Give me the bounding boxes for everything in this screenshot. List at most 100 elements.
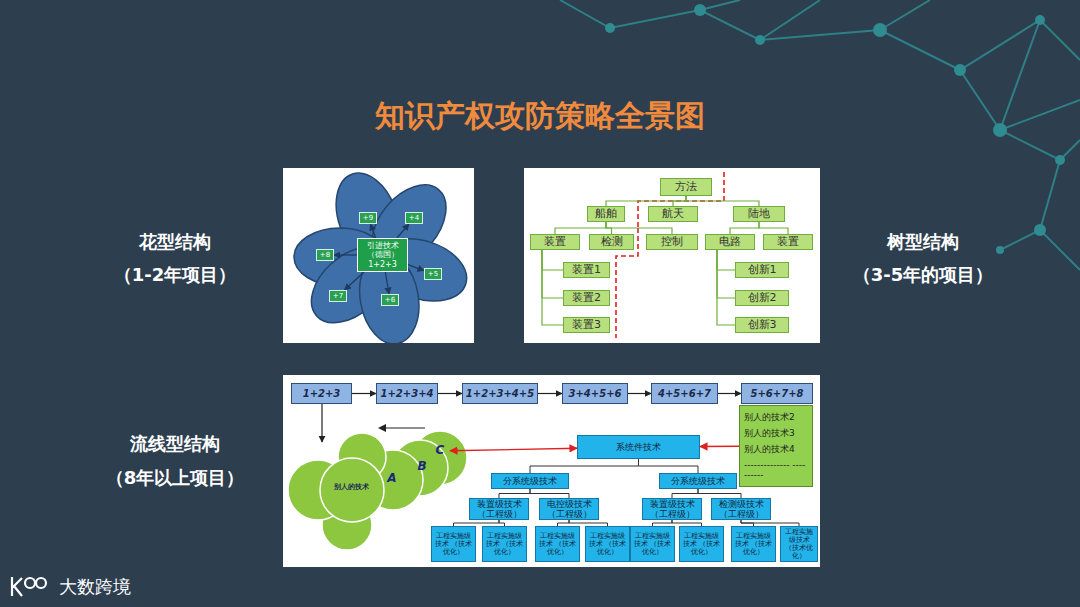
watermark: 大数跨境: [59, 575, 131, 599]
node-text: 工程实施级技术 （技术优化）: [484, 532, 525, 556]
node-text: 1+2+3+4+5: [466, 388, 534, 400]
connector: [718, 393, 741, 394]
connector: [499, 489, 530, 498]
subsystem-box: 分系统级技术: [491, 473, 569, 489]
petal-box: +4: [405, 212, 423, 224]
node-text: 工程实施级技术 （技术优化）: [681, 532, 722, 556]
connector: [530, 459, 639, 473]
node-text: 创新1: [748, 264, 777, 277]
tree-box: 装置1: [563, 262, 610, 278]
structure-label: 花型结构: [139, 230, 211, 254]
panel: [524, 168, 820, 343]
implementation-box: 工程实施级技术 （技术优化）: [731, 526, 776, 562]
connector: [397, 224, 409, 238]
node-text: 1+2+3: [303, 388, 341, 400]
connector: [606, 222, 672, 234]
circle-label: B: [412, 458, 432, 476]
connector: [542, 250, 563, 298]
node-text: 别人的技术2: [744, 412, 795, 422]
logo-mark: [12, 577, 46, 596]
node-text: 3+4+5+6: [569, 388, 622, 400]
tree-box: 控制: [646, 234, 698, 250]
node-text: 航天: [662, 208, 684, 221]
node-text: -------------- ----------: [744, 460, 808, 481]
connector: [730, 222, 759, 234]
tree-box: 船舶: [587, 206, 625, 222]
connector: [345, 272, 365, 290]
tree-box: 装置3: [563, 317, 610, 333]
tree-box: 装置: [763, 234, 813, 250]
tree-box: 航天: [648, 206, 698, 222]
petal-box: +5: [424, 268, 442, 280]
petal-box: +6: [381, 294, 399, 306]
connector: [352, 393, 376, 394]
node-text: 工程实施级技术 （技术优化）: [632, 532, 673, 556]
node-text: 创新3: [748, 319, 777, 332]
node-text: 检测: [601, 236, 623, 249]
structure-label: 流线型结构: [130, 432, 220, 456]
node-text: 分系统级技术: [671, 476, 725, 486]
node-text: 方法: [675, 181, 697, 194]
flower-petals: [294, 168, 474, 343]
tree-box: 电路: [705, 234, 755, 250]
connector: [628, 393, 651, 394]
connector: [408, 265, 424, 271]
implementation-box: 工程实施级技术 （技术优化）: [482, 526, 527, 562]
circle-label: 别人的技术: [318, 442, 384, 532]
panel: [283, 375, 820, 567]
connector: [385, 272, 389, 294]
node-text: 控制: [661, 236, 683, 249]
node-text: 检测级技术 （工程级）: [714, 499, 768, 520]
node-text: 工程实施级技术 （技术优化）: [587, 532, 628, 556]
connector: [673, 196, 686, 206]
node-text: 装置: [777, 236, 799, 249]
implementation-box: 工程实施级技术 （技术优化）: [679, 526, 724, 562]
circle-label: C: [430, 442, 450, 460]
tree-box: 陆地: [733, 206, 785, 222]
node-text: 工程实施级技术 （技术优化）: [433, 532, 474, 556]
structure-label: 树型结构: [887, 230, 959, 254]
connector: [450, 448, 577, 451]
node-text: C: [436, 444, 445, 458]
connector: [542, 250, 563, 325]
node-text: +6: [385, 296, 395, 304]
node-text: 装置1: [572, 264, 601, 277]
center-box: 引进技术 （德国） 1+2+3: [357, 238, 408, 272]
circle-label: A: [381, 470, 403, 488]
structure-label: （1-2年项目）: [114, 263, 237, 287]
implementation-box: 工程实施级技术 （技术优化）: [431, 526, 476, 562]
connector: [759, 222, 788, 234]
connector: [321, 404, 322, 442]
others-tech-box: 别人的技术2别人的技术3别人的技术4-------------- -------…: [739, 405, 813, 487]
node-text: 装置级技术 （工程级）: [472, 499, 526, 520]
structure-label: （3-5年的项目）: [853, 263, 994, 287]
node-text: 系统件技术: [616, 442, 661, 452]
tree-box: 创新3: [735, 317, 789, 333]
node-text: 别人的技术4: [744, 444, 795, 454]
node-text: +9: [363, 214, 373, 222]
node-text: 1+2+3+4: [381, 388, 434, 400]
implementation-box: 工程实施级技术 （技术优化）: [585, 526, 630, 562]
connector: [538, 393, 562, 394]
node-text: 4+5+6+7: [658, 388, 711, 400]
connector: [717, 250, 735, 325]
node-text: 分系统级技术: [503, 476, 557, 486]
tree-box: 装置: [530, 234, 580, 250]
tree-box: 检测: [589, 234, 634, 250]
node-text: 船舶: [595, 208, 617, 221]
petal-box: +7: [329, 290, 347, 302]
tree-box: 创新1: [735, 262, 789, 278]
red-dashed-boundary: [616, 172, 724, 338]
connector: [686, 196, 759, 206]
connector: [370, 224, 375, 238]
node-text: B: [417, 460, 426, 474]
level-box: 装置级技术 （工程级）: [469, 498, 529, 520]
level-box: 电控级技术 （工程级）: [539, 498, 599, 520]
node-text: 陆地: [748, 208, 770, 221]
petal-box: +9: [359, 212, 377, 224]
level-box: 检测级技术 （工程级）: [711, 498, 771, 520]
structure-label: （8年以上项目）: [106, 466, 245, 490]
petal-box: +8: [316, 249, 334, 261]
node-text: +4: [409, 214, 419, 222]
node-text: 装置3: [572, 319, 601, 332]
